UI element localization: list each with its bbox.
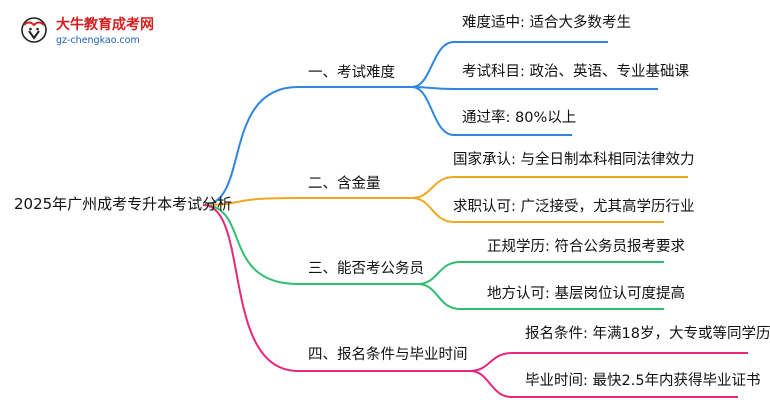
leaf-exam-subjects: 考试科目: 政治、英语、专业基础课	[462, 64, 689, 80]
leaf-connector-value-0	[411, 176, 688, 199]
connector-difficulty	[202, 86, 299, 206]
mindmap-root-label: 2025年广州成考专升本考试分析	[14, 195, 233, 213]
ox-head-logo-icon	[21, 17, 47, 43]
branch-label-difficulty: 一、考试难度	[308, 65, 395, 81]
leaf-formal-degree: 正规学历: 符合公务员报考要求	[487, 239, 685, 255]
branch-label-civil-service: 三、能否考公务员	[308, 261, 424, 277]
leaf-pass-rate: 通过率: 80%以上	[462, 110, 577, 126]
leaf-eligibility: 报名条件: 年满18岁，大专或等同学历	[525, 326, 770, 342]
connector-requirements	[202, 204, 299, 372]
site-logo[interactable]: 大牛教育成考网 gz-chengkao.com	[20, 16, 160, 56]
leaf-difficulty-level: 难度适中: 适合大多数考生	[462, 15, 631, 31]
mindmap-connectors	[202, 41, 748, 398]
branch-label-value: 二、含金量	[308, 176, 381, 192]
mindmap-canvas: 大牛教育成考网 gz-chengkao.com 2025年广州成考专升本考试分析…	[14, 15, 770, 398]
leaf-local-recognition: 地方认可: 基层岗位认可度提高	[487, 286, 685, 302]
leaf-connector-value-1	[411, 197, 664, 223]
leaf-connector-requirements-1	[469, 370, 738, 398]
branch-label-requirements: 四、报名条件与毕业时间	[308, 347, 468, 363]
leaf-national-recognition: 国家承认: 与全日制本科相同法律效力	[453, 152, 695, 168]
leaf-connector-civil-service-1	[417, 283, 664, 310]
leaf-job-recognition: 求职认可: 广泛接受，尤其高学历行业	[453, 199, 695, 215]
connector-civil-service	[202, 204, 299, 285]
leaf-connector-difficulty-2	[411, 86, 572, 136]
leaf-connector-requirements-0	[469, 352, 748, 372]
leaf-graduation-time: 毕业时间: 最快2.5年内获得毕业证书	[525, 373, 761, 389]
leaf-connector-difficulty-0	[411, 41, 608, 88]
connector-value	[202, 197, 299, 206]
logo-url: gz-chengkao.com	[56, 35, 140, 46]
leaf-connector-difficulty-1	[411, 86, 658, 90]
leaf-connector-civil-service-0	[417, 261, 664, 285]
logo-title: 大牛教育成考网	[56, 17, 154, 33]
